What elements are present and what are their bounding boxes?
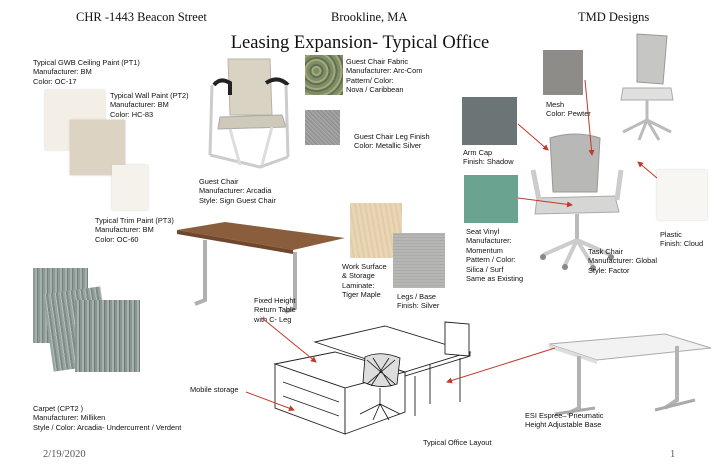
page-number: 1 [670, 449, 676, 460]
arrow-mobile-storage [245, 391, 295, 412]
guest-chair-image [208, 58, 290, 169]
footer-date: 2/19/2020 [43, 449, 86, 460]
header-project: CHR -1443 Beacon Street [76, 10, 207, 24]
arrow-seat-vinyl [517, 197, 573, 208]
arm-cap-swatch [462, 97, 517, 145]
mesh-swatch [543, 50, 583, 95]
wall-paint-label: Typical Wall Paint (PT2)Manufacturer: BM… [110, 91, 189, 119]
arrow-plastic [637, 161, 658, 179]
fixed-table-image [177, 222, 345, 314]
task-chair-image [530, 133, 624, 271]
carpet-swatch-3 [75, 300, 140, 372]
office-layout-drawing [273, 321, 472, 435]
header-location: Brookline, MA [331, 10, 408, 24]
mobile-storage-label: Mobile storage [190, 385, 239, 394]
arrow-arm-cap [517, 123, 549, 151]
guest-fabric-swatch [305, 55, 343, 95]
task-chair-small-image [620, 33, 674, 141]
esi-base-image [548, 333, 712, 416]
trim-paint-swatch [112, 165, 148, 210]
legs-swatch [393, 233, 445, 288]
plastic-swatch [657, 170, 707, 220]
arrow-esi-base [446, 347, 556, 384]
arrow-fixed-table [261, 317, 317, 363]
ceiling-paint-label: Typical GWB Ceiling Paint (PT1)Manufactu… [33, 58, 140, 86]
leg-finish-swatch [305, 110, 340, 145]
header-company: TMD Designs [578, 10, 650, 24]
page-title: Leasing Expansion- Typical Office [230, 33, 490, 53]
seat-vinyl-swatch [464, 175, 518, 223]
office-layout-label: Typical Office Layout [423, 438, 492, 447]
arrow-mesh [584, 79, 595, 156]
trim-paint-label: Typical Trim Paint (PT3)Manufacturer: BM… [95, 216, 174, 244]
